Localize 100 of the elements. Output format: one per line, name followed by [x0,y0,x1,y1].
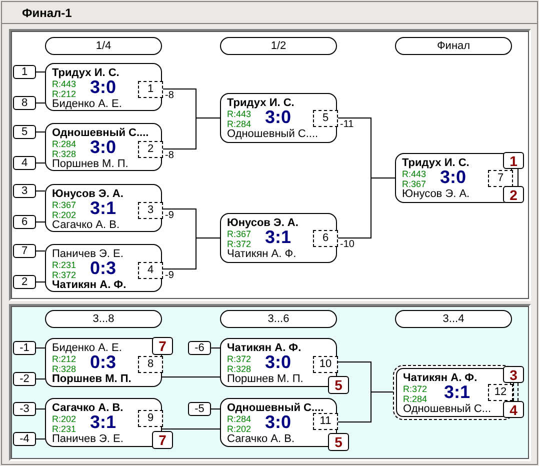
rating-text: R:212 [52,89,76,99]
rating-text: R:443 [402,169,426,179]
edge-label: -8 [165,151,174,161]
rating-text: R:328 [52,149,76,159]
seed-number: 8 [13,96,36,110]
rating-text: R:367 [402,179,426,189]
player-name: Чатикян А. Ф. [227,342,302,354]
score-text: 3:0 [90,138,116,157]
score-text: 3:1 [90,199,116,218]
match-number: 11 [313,413,338,430]
player-name: Тридух И. С. [402,157,470,169]
player-name: Биденко А. Е. [52,342,122,354]
connector-line [162,428,220,430]
connector-line [36,438,46,440]
seed-number: -6 [188,341,211,355]
player-name: Юнусов Э. А. [402,188,470,200]
match-card [220,93,337,143]
player-name: Чатикян А. Ф. [52,279,126,291]
place-number: 1 [503,152,524,169]
place-number: 7 [152,431,173,449]
score-text: 3:0 [265,353,292,372]
rating-text: R:328 [227,364,252,374]
player-name: Поршнев М. П. [52,373,132,385]
edge-label: -9 [165,211,174,221]
player-name: Паничев Э. Е. [52,433,124,445]
rating-text: R:231 [52,260,76,270]
score-text: 0:3 [90,259,116,278]
match-number: 7 [488,170,513,187]
player-name: Чатикян А. Ф. [403,372,478,384]
seed-number: 3 [13,184,36,198]
rating-text: R:284 [403,394,428,404]
player-name: Сагачко А. В. [52,402,124,414]
connector-line [210,408,220,410]
place-number: 5 [328,433,349,451]
player-name: Одношевный С.... [227,402,324,414]
connector-line [36,102,46,104]
connector-line [162,118,220,150]
rating-text: R:443 [227,109,252,119]
match-number: 9 [138,410,163,427]
place-number: 3 [503,366,524,383]
edge-label: -10 [340,240,354,250]
seed-number: 2 [13,275,36,289]
rating-text: R:372 [52,270,76,280]
player-name: Тридух И. С. [227,97,294,109]
connector-line [162,238,220,270]
score-text: 3:0 [265,108,292,127]
match-number: 4 [138,262,163,279]
round-label: 1/4 [45,37,162,55]
rating-text: R:367 [52,200,76,210]
match-number: 1 [138,81,163,98]
player-name: Биденко А. Е. [52,98,122,110]
score-text: 3:0 [440,168,466,187]
round-label: Финал [395,37,512,55]
match-number: 3 [138,202,163,219]
rating-text: R:284 [52,139,76,149]
place-number: 2 [503,186,524,203]
seed-number: 7 [13,244,36,258]
connector-line [36,162,46,164]
connector-line [36,190,46,192]
player-name: Паничев Э. Е. [52,248,124,260]
connector-line [36,408,46,410]
rating-text: R:372 [227,239,252,249]
player-name: Одношевный С.... [227,128,318,140]
seed-number: 1 [13,65,36,79]
rating-text: R:202 [52,414,76,424]
rating-text: R:443 [52,79,76,89]
place-number: 4 [503,401,524,418]
seed-number: -4 [13,432,36,446]
window-title: Финал-1 [22,6,72,20]
score-text: 3:1 [265,228,292,247]
round-label: 3...8 [45,310,162,328]
round-label: 3...4 [395,310,512,328]
rating-text: R:328 [52,364,76,374]
match-number: 8 [138,356,163,373]
player-name: Поршнев М. П. [227,373,304,385]
rating-text: R:372 [227,354,252,364]
player-name: Одношевный С.... [52,127,149,139]
player-name: Чатикян А. Ф. [227,248,296,260]
rating-text: R:284 [227,119,252,129]
score-text: 3:0 [90,78,116,97]
rating-text: R:231 [52,424,76,434]
rating-text: R:367 [227,229,252,239]
seed-number: -2 [13,372,36,386]
edge-label: -8 [165,91,174,101]
connector-line [162,376,220,378]
round-label: 3...6 [220,310,337,328]
edge-label: -9 [165,271,174,281]
seed-number: -5 [188,402,211,416]
rating-text: R:202 [227,424,252,434]
score-text: 3:0 [265,413,292,432]
rating-text: R:284 [227,414,252,424]
score-text: 3:1 [90,413,116,432]
score-text: 3:1 [444,383,470,402]
place-number: 5 [328,376,349,394]
seed-number: -1 [13,341,36,355]
player-name: Одношевный С... [403,403,492,415]
player-name: Сагачко А. В. [52,219,120,231]
match-number: 12 [488,384,513,401]
match-card [220,338,337,387]
seed-number: 4 [13,156,36,170]
